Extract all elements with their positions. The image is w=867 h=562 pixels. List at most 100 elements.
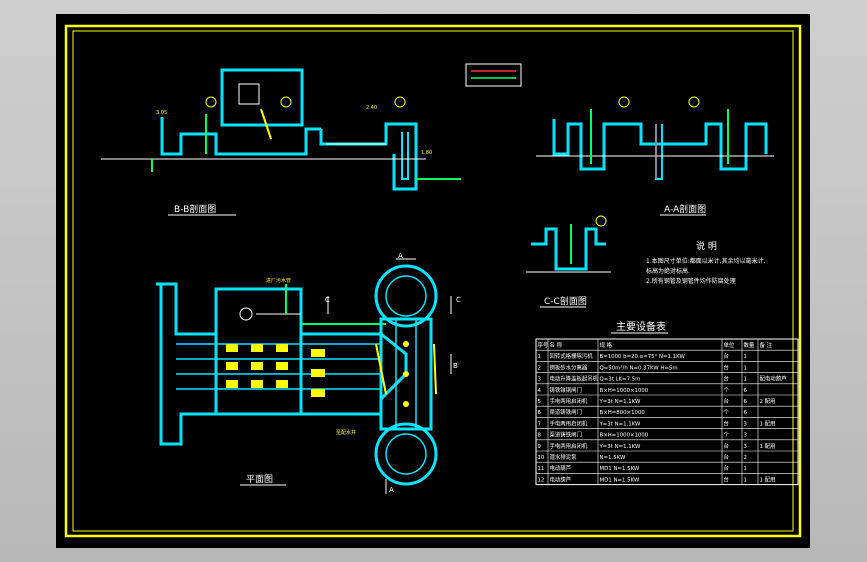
table-cell: 4 <box>538 388 542 394</box>
elev-label-1: 3.05 <box>156 110 167 116</box>
bb-section-title: B-B剖面图 <box>174 203 216 215</box>
table-cell: 3 <box>538 377 541 383</box>
table-cell: 1 配用 <box>760 476 776 483</box>
table-cell: 2 配用 <box>760 398 776 405</box>
table-header-cell: 规 格 <box>600 341 613 349</box>
cut-c-right: C <box>456 296 461 304</box>
table-cell: MD1 N=1.5KW <box>600 477 640 483</box>
table-cell: 2 <box>744 455 747 461</box>
table-cell: 电动葫芦 <box>550 464 572 472</box>
table-cell: Y=3t N=1.1KW <box>599 444 642 450</box>
section-cc <box>531 227 606 271</box>
table-cell: 3 <box>744 444 747 450</box>
table-cell: 10 <box>538 455 545 461</box>
table-cell: 5 <box>538 399 541 405</box>
table-cell: 个 <box>724 409 730 416</box>
notes-line-1: 1.本图尺寸单位:都面以米计,其余均以毫米计, <box>646 257 766 265</box>
plan-inlet-label: 进厂污水管 <box>266 277 291 284</box>
table-cell: 9 <box>538 444 542 450</box>
table-cell: 3 <box>744 421 747 427</box>
table-cell: 渠道铸铁闸门 <box>550 431 582 439</box>
table-cell: B=1000 b=20 α=75° N=1.1KW <box>600 354 686 360</box>
table-cell: 渠道铸铁闸门 <box>550 408 582 416</box>
plan-view <box>156 258 452 494</box>
table-cell: 6 <box>538 410 542 416</box>
table-cell: B×H=800×1000 <box>600 410 646 416</box>
table-cell: N=1.5KW <box>600 455 626 461</box>
table-row: 5 手电两用启闭机 Y=3t N=1.1KW 台 6 2 配用 <box>538 397 776 405</box>
legend-box <box>465 63 522 87</box>
notes-heading: 说 明 <box>696 240 717 252</box>
table-cell: 台 <box>724 397 729 405</box>
table-cell: 2 <box>538 365 541 371</box>
table-cell: B×H=1000×1000 <box>600 388 649 394</box>
table-cell: Y=3t N=1.1KW <box>599 399 642 405</box>
table-cell: 台 <box>724 453 729 461</box>
notes-line-2: 标高为绝对标高. <box>646 267 690 275</box>
table-cell: 6 <box>744 410 748 416</box>
table-row: 6 渠道铸铁闸门 B×H=800×1000 个 6 <box>538 408 748 416</box>
table-cell: 台 <box>724 419 729 427</box>
section-bb-details <box>101 96 461 180</box>
cut-a-top: A <box>398 252 403 260</box>
table-row: 10 潜水排泥泵 N=1.5KW 台 2 <box>538 453 747 461</box>
cut-c-left: C <box>325 296 330 304</box>
table-cell: B×H=1000×1000 <box>600 433 649 439</box>
table-cell: 铸铁镶铜闸门 <box>550 386 582 394</box>
table-row: 11 电动葫芦 MD1 N=1.5KW 台 1 <box>538 464 747 472</box>
cc-section-title: C-C剖面图 <box>544 295 587 307</box>
table-cell: 11 <box>538 466 545 472</box>
table-cell: 6 <box>744 399 748 405</box>
table-cell: MD1 N=1.5KW <box>600 466 640 472</box>
section-aa <box>552 119 768 180</box>
table-cell: 回转式格栅除污机 <box>550 352 594 360</box>
table-cell: 1 <box>744 377 747 383</box>
table-cell: 潜水排泥泵 <box>550 453 578 461</box>
table-cell: 手电两用启闭机 <box>550 397 588 405</box>
table-cell: 钢板砂水分离器 <box>550 363 588 371</box>
table-cell: 1 <box>744 365 747 371</box>
table-cell: 台 <box>724 352 729 360</box>
table-cell: 手电两用启闭机 <box>550 442 588 450</box>
drawing-sheet: B-B剖面图 3.05 2.40 1.80 A-A剖面图 C-C剖面图 说 明 … <box>56 14 810 548</box>
elev-label-2: 2.40 <box>366 105 377 111</box>
cut-a-bottom: A <box>389 486 394 494</box>
section-bb <box>160 68 418 191</box>
table-cell: 1 <box>538 354 541 360</box>
table-title: 主要设备表 <box>616 320 666 333</box>
table-cell: 1 配用 <box>760 420 776 427</box>
table-header-cell: 名 称 <box>550 341 563 349</box>
table-header-row: 序号名 称规 格单位数量备 注 <box>538 341 773 349</box>
table-cell: 电动升降盖板起吊机 <box>550 375 599 383</box>
table-header-cell: 数量 <box>744 341 755 349</box>
sheet-border <box>64 24 802 538</box>
aa-section-title: A-A剖面图 <box>664 203 706 215</box>
table-cell: 1 <box>744 466 747 472</box>
table-cell: 个 <box>724 387 730 394</box>
table-cell: 电动葫芦 <box>550 475 572 483</box>
table-cell: 台 <box>724 363 729 371</box>
elev-label-3: 1.80 <box>421 150 432 156</box>
notes-line-3: 2.所有钢管及钢管件均作防腐处理 <box>646 277 736 285</box>
cut-b-label: B <box>453 362 458 370</box>
table-cell: 3 <box>744 433 747 439</box>
table-cell: 7 <box>538 421 541 427</box>
table-cell: 1 <box>744 477 747 483</box>
table-header-cell: 单位 <box>724 341 735 349</box>
table-cell: Y=3t N=1.1KW <box>599 421 642 427</box>
table-header-cell: 备 注 <box>760 341 773 349</box>
table-cell: 配电动葫芦 <box>760 375 788 383</box>
drawing-canvas: B-B剖面图 3.05 2.40 1.80 A-A剖面图 C-C剖面图 说 明 … <box>64 24 802 538</box>
table-cell: 台 <box>724 464 729 472</box>
table-cell: 台 <box>724 375 729 383</box>
